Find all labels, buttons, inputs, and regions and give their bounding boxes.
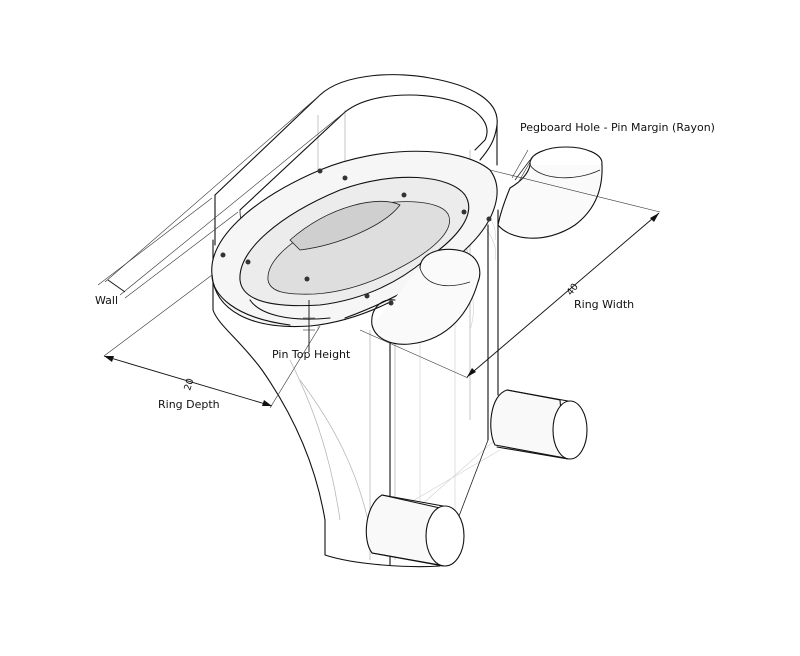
point [401,192,407,198]
lower-right-peg [490,389,588,460]
ring-depth-value: 20 [182,377,196,392]
point [245,259,251,265]
wall-label: Wall [95,294,118,307]
ring-depth-label: Ring Depth [158,398,220,411]
lower-left-peg [365,494,465,567]
point [364,293,370,299]
pin-top-height-dimension [303,300,315,352]
point [486,216,492,222]
ring-depth-dimension [103,274,321,409]
point [304,276,310,282]
pegboard-hole-dimension [511,149,535,184]
wall-dimension [97,94,346,299]
top-pin [497,146,603,239]
right-notch [371,248,481,345]
pin-top-height-label: Pin Top Height [272,348,351,361]
ring-width-label: Ring Width [574,298,634,311]
ring-width-dimension [359,169,661,379]
point [220,252,226,258]
ring-width-value: 40 [565,282,581,298]
point [317,168,323,174]
ring [211,150,498,328]
point [342,175,348,181]
point [461,209,467,215]
point [388,300,394,306]
construction-points [220,168,492,306]
main-body [212,74,499,568]
pegboard-hole-label: Pegboard Hole - Pin Margin (Rayon) [520,121,715,134]
